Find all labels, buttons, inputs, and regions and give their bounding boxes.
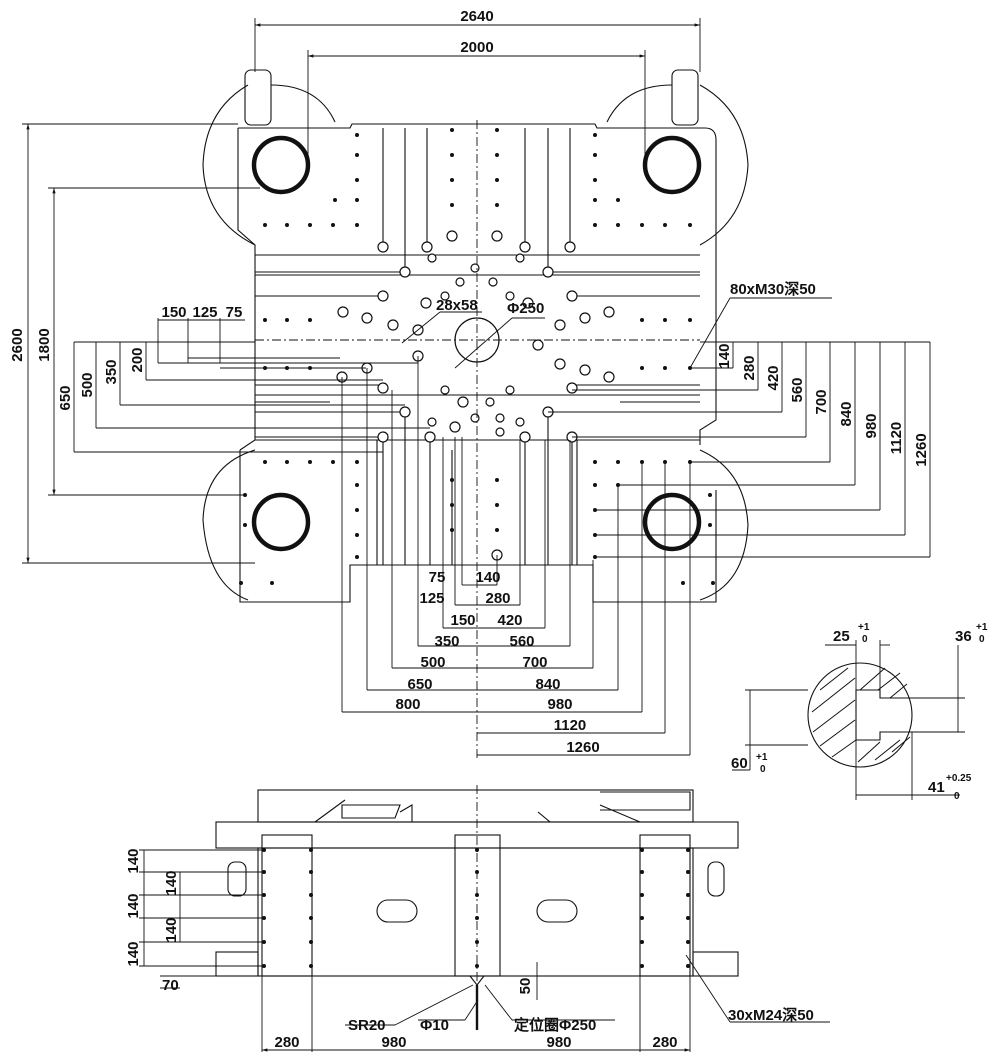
dim-125-left: 125: [192, 304, 217, 321]
dim-1260-right: 1260: [913, 433, 930, 466]
dim-150-left: 150: [161, 304, 186, 321]
front-dim-280-right: 280: [652, 1034, 677, 1051]
tslot-height-left-upper: +1: [756, 752, 768, 763]
front-left-dimensions: 140 140 140 140 140 70: [125, 848, 264, 994]
tslot-depth-bottom: 41: [928, 779, 945, 796]
tslot-width-right-upper: +1: [976, 622, 988, 633]
dim-150-bottom: 150: [450, 612, 475, 629]
tslot-height-left: 60: [731, 755, 748, 772]
dim-500-bottom: 500: [420, 654, 445, 671]
front-dim-70: 70: [162, 977, 179, 994]
tslot-width-top-upper: +1: [858, 622, 870, 633]
front-dim-980-right: 980: [546, 1034, 571, 1051]
dim-2000: 2000: [460, 39, 493, 56]
bottom-dimensions: 75 125 150 350 500 650 800 140 280 420 5…: [341, 356, 691, 756]
callouts: 28x58 Φ250 80xM30深50: [401, 280, 832, 369]
dim-280-bottom: 280: [485, 590, 510, 607]
dim-140-right: 140: [716, 343, 733, 368]
dim-500-left: 500: [79, 372, 96, 397]
front-dim-140-e: 140: [125, 941, 142, 966]
tslot-width-top-lower: 0: [862, 634, 868, 645]
tslot-height-left-lower: 0: [760, 764, 766, 775]
inner-left-dimensions: 150 125 75 650 500 350 200: [57, 304, 430, 453]
section-hatch: [811, 667, 911, 763]
tslot-width-right: 36: [955, 628, 972, 645]
dim-1120-right: 1120: [888, 422, 905, 455]
front-dim-140-c: 140: [125, 893, 142, 918]
tslot-width-top: 25: [833, 628, 850, 645]
tslot-width-right-lower: 0: [979, 634, 985, 645]
dim-980-right: 980: [863, 413, 880, 438]
front-center-callouts: 50 SR20 Φ10 定位圈Φ250: [345, 962, 615, 1034]
dim-700-bottom: 700: [522, 654, 547, 671]
t-slots-horizontal: [255, 271, 700, 438]
dim-2600: 2600: [9, 328, 26, 361]
dim-980-bottom: 980: [547, 696, 572, 713]
dim-840-right: 840: [838, 401, 855, 426]
left-dimensions: 2600 1800: [9, 123, 260, 564]
dim-420-right: 420: [765, 365, 782, 390]
callout-center-bore: Φ250: [507, 300, 544, 317]
front-dim-50: 50: [517, 978, 534, 995]
platen-outline: [202, 69, 749, 603]
tslot-depth-bottom-lower: 0: [954, 791, 960, 802]
top-dimensions: 2640 2000: [254, 8, 701, 165]
dim-840-bottom: 840: [535, 676, 560, 693]
dim-2640: 2640: [460, 8, 493, 25]
dim-1120-bottom: 1120: [554, 717, 587, 734]
dim-1260-bottom: 1260: [566, 739, 599, 756]
front-dim-140-b: 140: [163, 870, 180, 895]
dim-650-left: 650: [57, 385, 74, 410]
top-view: 2640 2000 2600 1800: [9, 8, 931, 760]
front-dim-140-d: 140: [163, 917, 180, 942]
dim-75-left: 75: [226, 304, 243, 321]
dim-1800: 1800: [36, 328, 53, 361]
dim-700-right: 700: [813, 389, 830, 414]
dim-280-right: 280: [741, 355, 758, 380]
slot-ends: [336, 241, 578, 561]
callout-thread-front: 30xM24深50: [728, 1006, 814, 1024]
front-bottom-dimensions: 280 980 980 280: [261, 976, 691, 1052]
dim-200-left: 200: [129, 347, 146, 372]
dim-350-bottom: 350: [434, 633, 459, 650]
callout-thread-top: 80xM30深50: [730, 280, 816, 298]
dim-140-bottom: 140: [475, 569, 500, 586]
tslot-detail: 25 +1 0 36 +1 0 60 +1 0 41 +0.25 0: [731, 622, 988, 802]
front-dim-980-left: 980: [381, 1034, 406, 1051]
right-dimensions: 140 280 420 560 700 840 980 1120 1260: [548, 341, 931, 558]
front-dim-140-a: 140: [125, 848, 142, 873]
t-slots-vertical: [376, 128, 578, 565]
dim-650-bottom: 650: [407, 676, 432, 693]
dim-800-bottom: 800: [395, 696, 420, 713]
front-thread-callout: 30xM24深50: [685, 954, 830, 1024]
dim-125-bottom: 125: [419, 590, 444, 607]
tslot-depth-bottom-upper: +0.25: [946, 773, 972, 784]
dim-350-left: 350: [103, 359, 120, 384]
dim-420-bottom: 420: [497, 612, 522, 629]
front-tapped-holes: [262, 848, 690, 968]
dim-560-bottom: 560: [509, 633, 534, 650]
dim-75-bottom: 75: [429, 569, 446, 586]
callout-sr20: SR20: [348, 1017, 386, 1034]
callout-locating-ring: 定位圈Φ250: [514, 1016, 596, 1034]
callout-phi10: Φ10: [420, 1017, 449, 1034]
front-view: 140 140 140 140 140 70 50 SR20 Φ10 定位圈Φ2…: [125, 785, 830, 1052]
callout-tslot: 28x58: [436, 297, 478, 314]
dim-560-right: 560: [789, 377, 806, 402]
front-dim-280-left: 280: [274, 1034, 299, 1051]
